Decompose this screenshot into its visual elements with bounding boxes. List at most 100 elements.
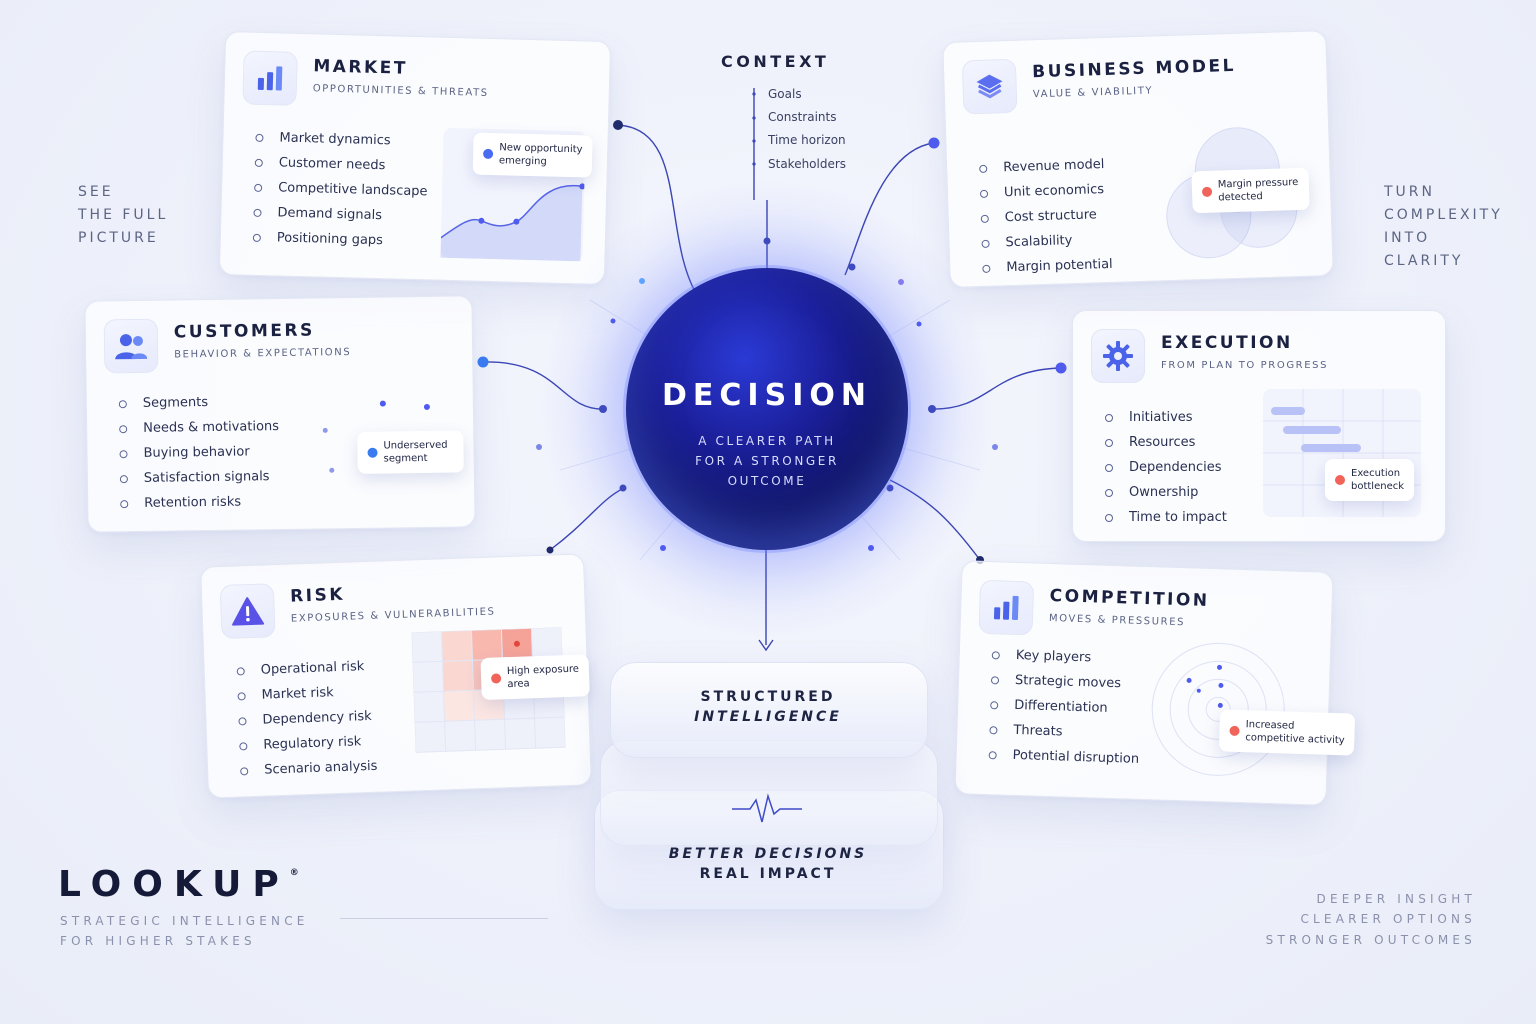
outcome-line: DEEPER INSIGHT — [1316, 892, 1476, 906]
brand-name: LOOKUP — [58, 864, 290, 905]
callout-opportunity[interactable]: New opportunity emerging — [472, 132, 593, 178]
execution-card[interactable]: EXECUTION FROM PLAN TO PROGRESS Initiati… — [1072, 310, 1446, 542]
status-dot — [1335, 475, 1345, 485]
left-caption-line: THE FULL — [78, 207, 169, 223]
registered-mark: ® — [289, 868, 299, 878]
bar-chart-icon — [978, 579, 1035, 636]
card-list: Revenue model Unit economics Cost struct… — [977, 156, 1113, 285]
callout-competitive[interactable]: Increased competitive activity — [1218, 709, 1356, 756]
people-icon — [103, 318, 159, 374]
layer-bottom-line: REAL IMPACT — [699, 866, 837, 882]
layers-icon — [961, 58, 1018, 115]
market-card[interactable]: MARKET OPPORTUNITIES & THREATS Market dy… — [218, 30, 612, 286]
right-caption-line: INTO — [1384, 230, 1431, 246]
card-subtitle: FROM PLAN TO PROGRESS — [1161, 360, 1329, 371]
card-title: BUSINESS MODEL — [1031, 55, 1237, 83]
list-item: Ownership — [1103, 484, 1227, 509]
list-item: Initiatives — [1103, 409, 1227, 434]
context-item: Goals — [768, 87, 802, 101]
card-title: CUSTOMERS — [173, 320, 315, 343]
card-list: Key players Strategic moves Differentiat… — [986, 646, 1142, 776]
callout-bottleneck[interactable]: Execution bottleneck — [1325, 459, 1415, 501]
decision-line: OUTCOME — [727, 474, 807, 488]
card-title: EXECUTION — [1161, 333, 1293, 353]
left-caption-line: PICTURE — [78, 230, 159, 246]
card-subtitle: MOVES & PRESSURES — [1048, 612, 1186, 629]
callout-line: Execution — [1351, 468, 1401, 479]
right-caption-line: TURN — [1384, 184, 1435, 200]
competition-card[interactable]: COMPETITION MOVES & PRESSURES Key player… — [954, 560, 1356, 806]
radar-viz — [1146, 637, 1290, 781]
outcome-line: CLEARER OPTIONS — [1300, 912, 1476, 926]
warning-icon — [219, 583, 276, 640]
context-item: Time horizon — [768, 133, 846, 147]
layer-plate-top[interactable] — [610, 662, 928, 758]
layer-bottom-line: BETTER DECISIONS — [668, 846, 868, 862]
status-dot — [483, 148, 494, 160]
list-item: Satisfaction signals — [118, 468, 280, 495]
callout-line: High exposure — [506, 663, 580, 678]
context-item: Constraints — [768, 110, 837, 124]
trend-chart — [440, 127, 586, 262]
brand-divider — [340, 918, 548, 919]
business-model-card[interactable]: BUSINESS MODEL VALUE & VIABILITY Revenue… — [942, 30, 1334, 288]
callout-line: segment — [383, 452, 428, 465]
context-title: CONTEXT — [721, 52, 830, 71]
card-title: RISK — [289, 584, 346, 607]
card-subtitle: OPPORTUNITIES & THREATS — [312, 83, 489, 99]
list-item: Potential disruption — [986, 746, 1139, 776]
outcome-line: STRONGER OUTCOMES — [1265, 933, 1476, 947]
callout-exposure[interactable]: High exposure area — [480, 654, 590, 701]
callout-underserved[interactable]: Underserved segment — [357, 430, 465, 474]
decision-orb[interactable] — [626, 268, 908, 550]
callout-line: emerging — [498, 155, 547, 168]
card-title: MARKET — [313, 56, 409, 79]
list-item: Resources — [1103, 434, 1227, 459]
layer-top-line: STRUCTURED — [700, 689, 836, 705]
list-item: Segments — [117, 393, 279, 420]
brand-tagline: STRATEGIC INTELLIGENCE — [60, 914, 309, 928]
context-item: Stakeholders — [768, 157, 847, 171]
card-subtitle: EXPOSURES & VULNERABILITIES — [290, 606, 496, 625]
brand-logo[interactable]: LOOKUP® — [58, 864, 299, 905]
callout-line: Underserved — [383, 439, 448, 452]
list-item: Margin potential — [980, 256, 1113, 285]
left-caption-line: SEE — [78, 184, 114, 200]
callout-line: Margin pressure — [1217, 176, 1299, 191]
card-subtitle: BEHAVIOR & EXPECTATIONS — [174, 346, 352, 361]
card-list: Segments Needs & motivations Buying beha… — [117, 393, 281, 520]
brand-tagline: FOR HIGHER STAKES — [60, 934, 256, 948]
card-subtitle: VALUE & VIABILITY — [1032, 85, 1154, 101]
list-item: Positioning gaps — [250, 229, 426, 259]
list-item: Buying behavior — [117, 443, 279, 470]
decision-line: FOR A STRONGER — [695, 454, 839, 468]
card-list: Operational risk Market risk Dependency … — [234, 658, 378, 788]
decision-line: A CLEARER PATH — [698, 434, 836, 448]
right-caption-line: CLARITY — [1384, 253, 1464, 269]
right-caption: TURN COMPLEXITY INTO CLARITY — [1384, 181, 1503, 273]
status-dot — [1229, 725, 1240, 737]
callout-line: bottleneck — [1351, 481, 1405, 492]
status-dot — [1201, 186, 1213, 198]
customers-card[interactable]: CUSTOMERS BEHAVIOR & EXPECTATIONS Segmen… — [84, 295, 476, 533]
status-dot — [367, 447, 378, 458]
list-item: Scenario analysis — [238, 758, 378, 788]
card-title: COMPETITION — [1049, 585, 1210, 612]
list-item: Time to impact — [1103, 509, 1227, 534]
layer-top-line: INTELLIGENCE — [694, 709, 842, 725]
callout-line: detected — [1218, 191, 1263, 204]
risk-card[interactable]: RISK EXPOSURES & VULNERABILITIES Operati… — [200, 553, 592, 799]
list-item: Retention risks — [118, 493, 280, 520]
right-caption-line: COMPLEXITY — [1384, 207, 1503, 223]
list-item: Needs & motivations — [117, 418, 279, 445]
bar-chart-icon — [242, 50, 298, 106]
card-list: Market dynamics Customer needs Competiti… — [250, 129, 429, 259]
callout-line: competitive activity — [1245, 732, 1345, 747]
decision-title: DECISION — [662, 378, 872, 413]
card-list: Initiatives Resources Dependencies Owner… — [1103, 409, 1227, 534]
left-caption: SEE THE FULL PICTURE — [78, 181, 168, 250]
pulse-icon — [732, 793, 802, 823]
callout-margin[interactable]: Margin pressure detected — [1191, 167, 1310, 214]
status-dot — [490, 673, 502, 684]
list-item: Dependencies — [1103, 459, 1227, 484]
